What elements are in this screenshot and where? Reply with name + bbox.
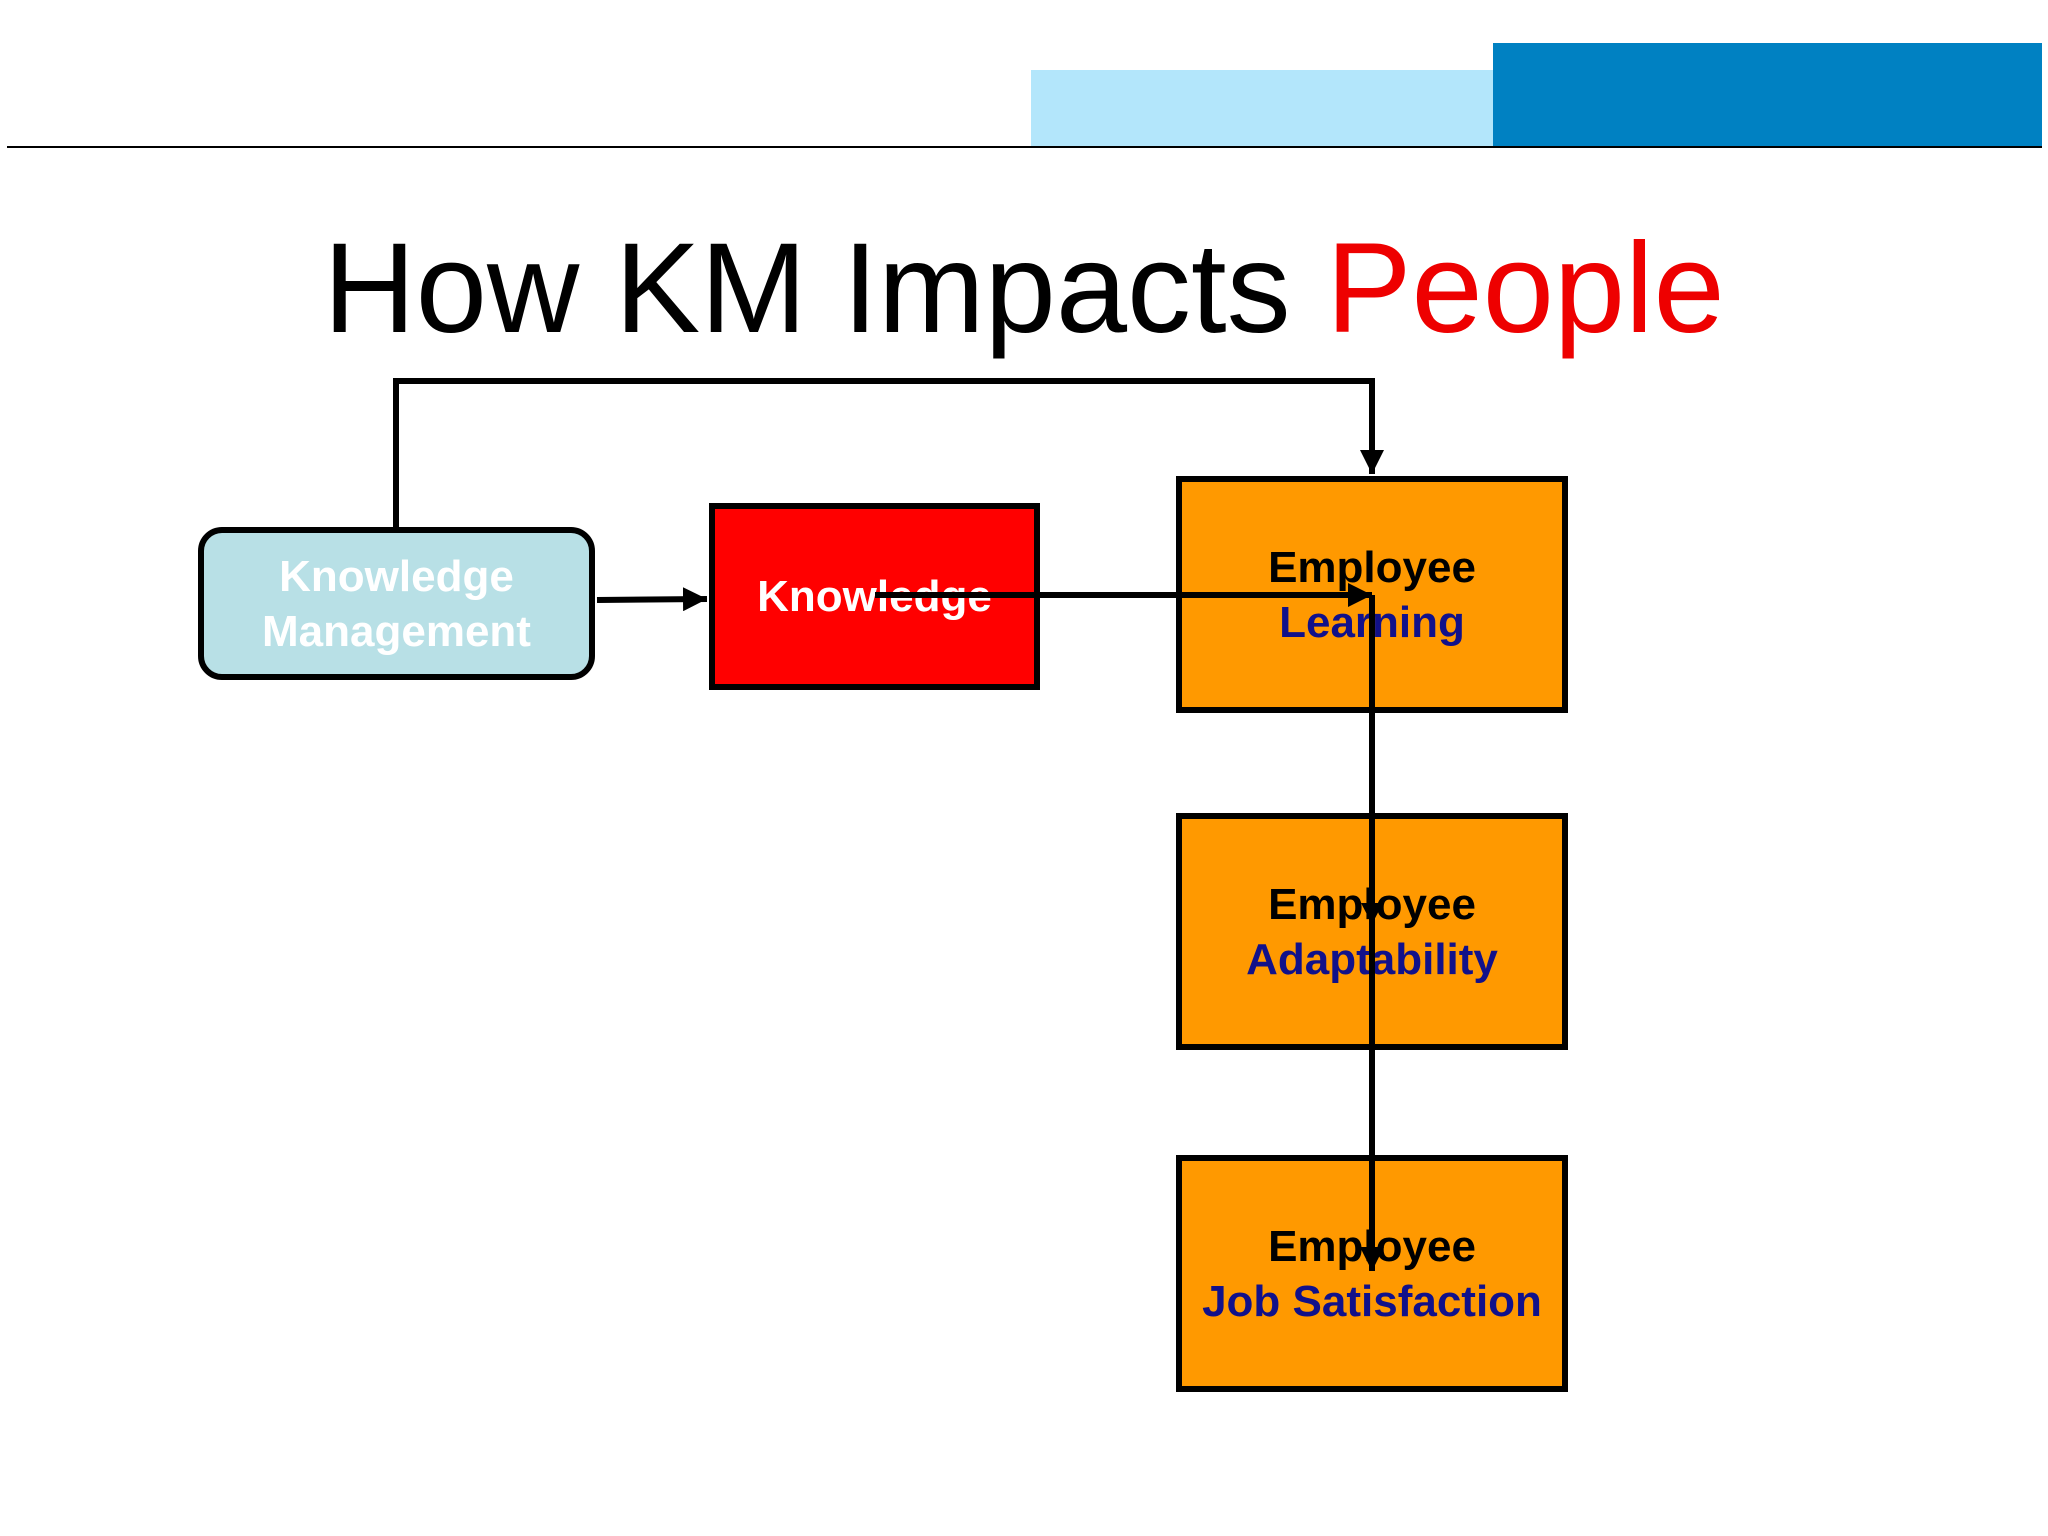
employee-learning-line2: Learning bbox=[1279, 597, 1465, 647]
header-rule bbox=[7, 146, 2042, 148]
knowledge-node: Knowledge bbox=[709, 503, 1040, 690]
arrow-km-to-knowledge bbox=[596, 587, 708, 612]
employee-adaptability-line2: Adaptability bbox=[1246, 934, 1498, 984]
employee-learning-node: Employee Learning bbox=[1176, 476, 1568, 713]
knowledge-management-line1: Knowledge bbox=[279, 551, 514, 601]
header-bar-light bbox=[1031, 70, 1493, 147]
title-accent: People bbox=[1326, 217, 1725, 360]
employee-adaptability-line1: Employee bbox=[1268, 879, 1476, 929]
employee-job-satisfaction-line1: Employee bbox=[1268, 1221, 1476, 1271]
employee-learning-line1: Employee bbox=[1268, 542, 1476, 592]
header-bar-dark bbox=[1493, 43, 2042, 147]
title-main: How KM Impacts bbox=[323, 217, 1327, 360]
knowledge-management-node: Knowledge Management bbox=[198, 527, 595, 680]
employee-job-satisfaction-node: Employee Job Satisfaction bbox=[1176, 1155, 1568, 1392]
employee-adaptability-node: Employee Adaptability bbox=[1176, 813, 1568, 1050]
employee-job-satisfaction-line2: Job Satisfaction bbox=[1202, 1276, 1542, 1326]
knowledge-management-line2: Management bbox=[262, 606, 531, 656]
knowledge-label: Knowledge bbox=[757, 572, 992, 621]
slide-title: How KM Impacts People bbox=[0, 214, 2048, 364]
